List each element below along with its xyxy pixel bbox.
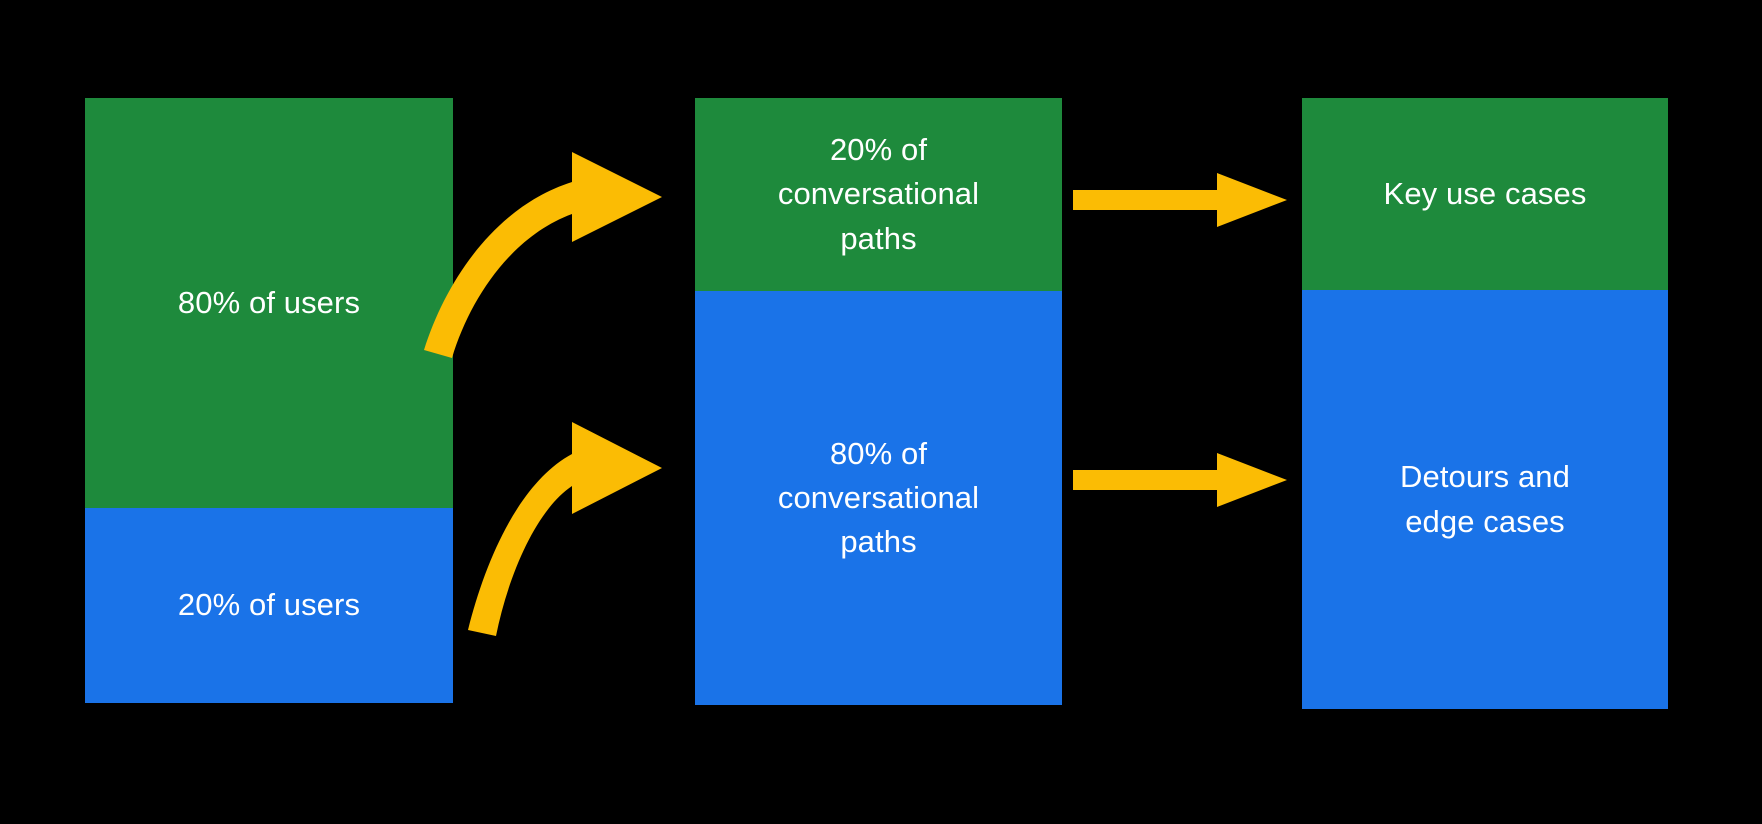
segment-users-majority: 80% of users	[85, 98, 453, 508]
segment-users-minority: 20% of users	[85, 508, 453, 703]
outcomes-column: Key use cases Detours and edge cases	[1302, 98, 1668, 709]
conversational-paths-column: 20% of conversational paths 80% of conve…	[695, 98, 1062, 705]
segment-paths-majority-label: 80% of conversational paths	[777, 435, 980, 559]
segment-detours-edge-cases-label: Detours and edge cases	[1400, 459, 1570, 539]
segment-paths-minority-label: 20% of conversational paths	[777, 132, 980, 256]
straight-arrow-right-bottom-icon	[1073, 453, 1287, 507]
segment-users-minority-label: 20% of users	[177, 587, 361, 623]
users-column: 80% of users 20% of users	[85, 98, 453, 703]
straight-arrow-right-top-icon	[1073, 173, 1287, 227]
segment-paths-majority: 80% of conversational paths	[695, 291, 1062, 705]
segment-key-use-cases-label: Key use cases	[1383, 175, 1587, 211]
segment-key-use-cases: Key use cases	[1302, 98, 1668, 290]
segment-detours-edge-cases: Detours and edge cases	[1302, 290, 1668, 709]
segment-paths-minority: 20% of conversational paths	[695, 98, 1062, 291]
segment-users-majority-label: 80% of users	[177, 284, 361, 320]
